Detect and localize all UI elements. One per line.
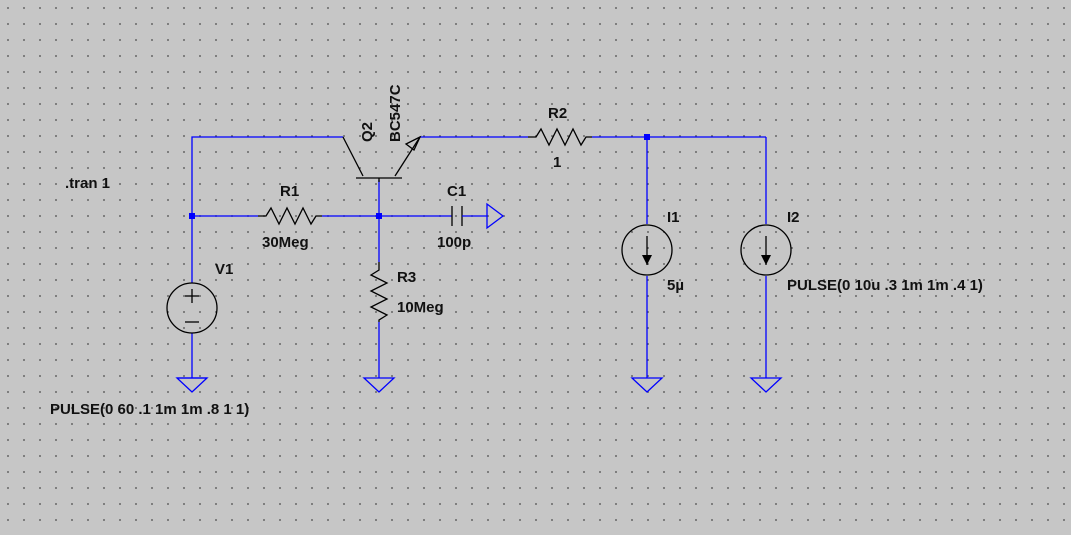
ground-icon xyxy=(175,377,209,393)
current-source-i1[interactable] xyxy=(621,224,673,276)
r2-ref-label: R2 xyxy=(548,105,568,122)
resistor-r2[interactable] xyxy=(528,127,592,147)
q2-model-label: BC547C xyxy=(387,84,404,142)
junction-dot xyxy=(189,213,195,219)
tran-directive[interactable]: .tran 1 xyxy=(65,175,111,192)
i1-value-label: 5µ xyxy=(667,277,684,294)
i2-ref-label: I2 xyxy=(787,209,800,226)
junction-dot xyxy=(376,213,382,219)
i1-ref-label: I1 xyxy=(667,209,680,226)
i2-value-label: PULSE(0 10u .3 1m 1m .4 1) xyxy=(787,277,983,294)
r1-value-label: 30Meg xyxy=(262,234,309,251)
c1-value-label: 100p xyxy=(437,234,472,251)
v1-ref-label: V1 xyxy=(215,261,234,278)
ground-icon xyxy=(362,377,396,393)
v1-value-label: PULSE(0 60 .1 1m 1m .8 1 1) xyxy=(50,401,250,418)
capacitor-c1[interactable] xyxy=(451,202,505,230)
transistor-q2[interactable] xyxy=(342,135,422,182)
c1-ref-label: C1 xyxy=(447,183,467,200)
voltage-source-v1[interactable] xyxy=(166,282,218,334)
ground-icon xyxy=(630,377,664,393)
current-source-i2[interactable] xyxy=(740,224,792,276)
ground-icon xyxy=(749,377,783,393)
resistor-r1[interactable] xyxy=(258,206,322,226)
ground-symbols xyxy=(175,368,783,393)
r3-ref-label: R3 xyxy=(397,269,417,286)
q2-ref-label: Q2 xyxy=(359,121,376,142)
resistor-r3[interactable] xyxy=(369,262,389,322)
junction-dot xyxy=(644,134,650,140)
r2-value-label: 1 xyxy=(553,154,562,171)
r3-value-label: 10Meg xyxy=(397,299,444,316)
wires xyxy=(189,134,767,368)
wire-v1-collector[interactable] xyxy=(191,136,343,283)
r1-ref-label: R1 xyxy=(280,183,300,200)
